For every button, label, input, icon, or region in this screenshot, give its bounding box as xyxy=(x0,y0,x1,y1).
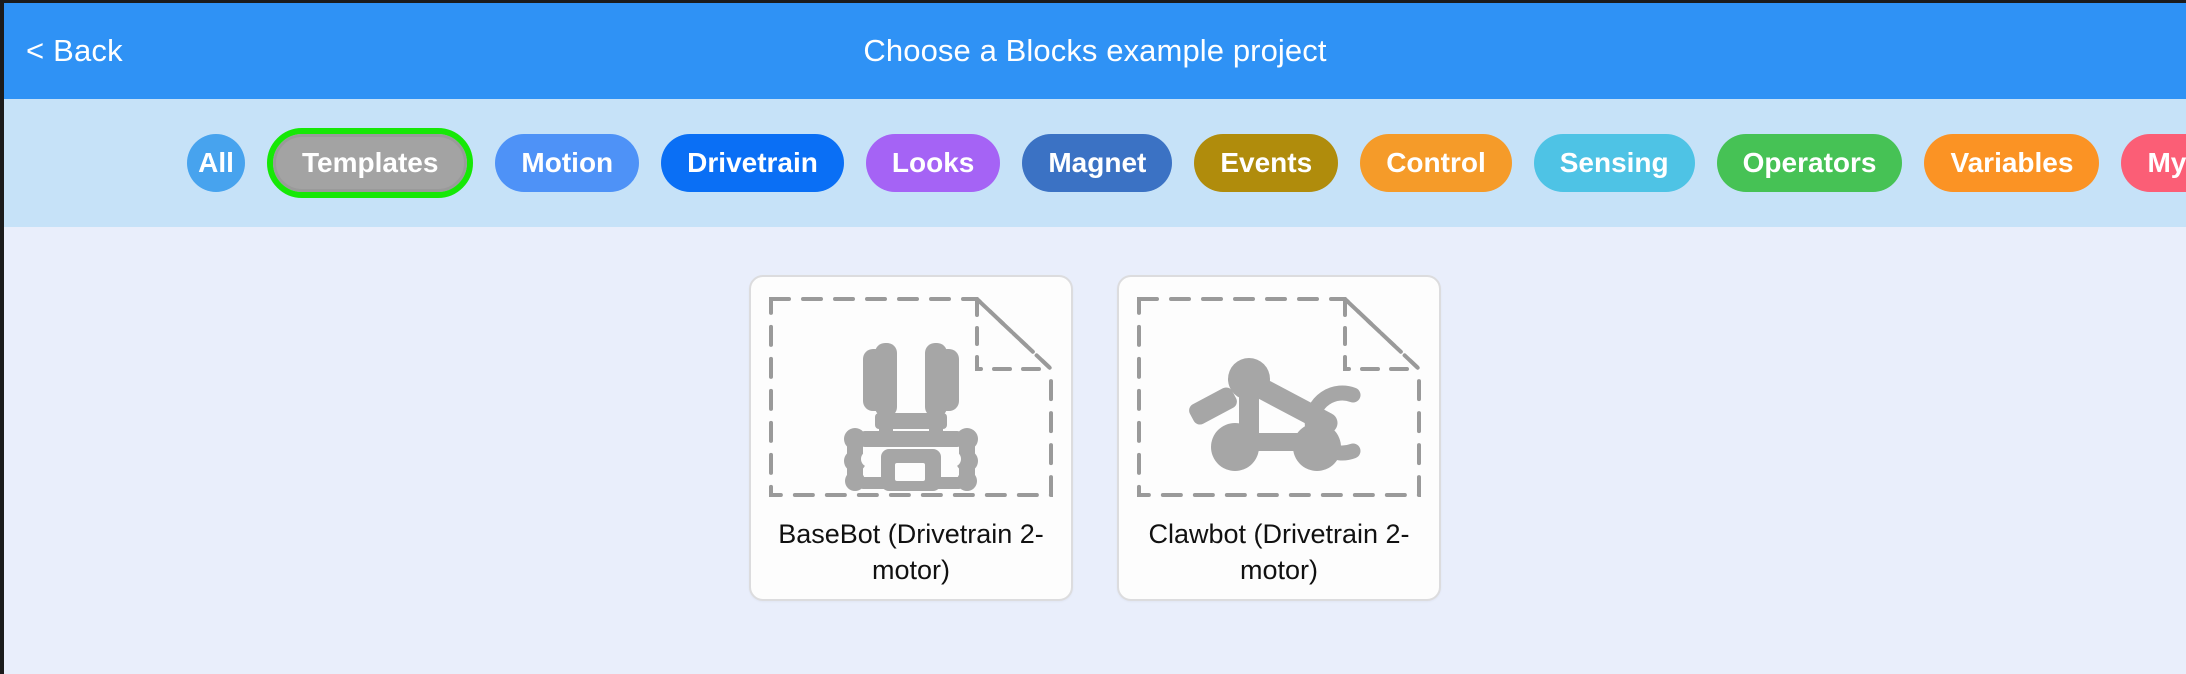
filter-pill-operators[interactable]: Operators xyxy=(1716,134,1903,192)
fold-diagonal xyxy=(977,299,1051,369)
folded-corner xyxy=(1343,297,1421,371)
filter-pill-label: Variables xyxy=(1950,147,2074,178)
project-thumbnail xyxy=(1131,291,1427,503)
filter-pill-label: Operators xyxy=(1742,147,1877,178)
project-card[interactable]: Clawbot (Drivetrain 2-motor) xyxy=(1117,275,1441,601)
filter-pill-label: Sensing xyxy=(1559,147,1669,178)
filter-pill-looks[interactable]: Looks xyxy=(865,134,1001,192)
project-grid: BaseBot (Drivetrain 2-motor) Clawbot (Dr… xyxy=(4,227,2186,674)
filter-pill-control[interactable]: Control xyxy=(1360,134,1512,192)
header-bar: < Back Choose a Blocks example project xyxy=(4,3,2186,99)
basebot-robot-icon xyxy=(844,343,978,491)
folded-corner xyxy=(975,297,1053,371)
filter-pill-sensing[interactable]: Sensing xyxy=(1533,134,1695,192)
page-title: Choose a Blocks example project xyxy=(863,33,1327,68)
fold-diagonal xyxy=(1345,299,1419,369)
project-thumbnail xyxy=(763,291,1059,503)
filter-pill-drivetrain[interactable]: Drivetrain xyxy=(661,134,844,192)
filter-pill-motion[interactable]: Motion xyxy=(495,134,640,192)
thumbnail-dashed-frame xyxy=(769,297,1053,497)
project-name-label: Clawbot (Drivetrain 2-motor) xyxy=(1148,519,1410,585)
category-filter-bar: All Templates Motion Drivetrain Looks Magnet E… xyxy=(4,99,2186,227)
back-button[interactable]: < Back xyxy=(26,33,123,68)
filter-pill-label: Magnet xyxy=(1048,147,1147,178)
project-card[interactable]: BaseBot (Drivetrain 2-motor) xyxy=(749,275,1073,601)
filter-pill-label: Control xyxy=(1386,147,1486,178)
filter-pill-events[interactable]: Events xyxy=(1194,134,1339,192)
thumbnail-dashed-frame xyxy=(1137,297,1421,497)
filter-pill-all[interactable]: All xyxy=(187,134,245,192)
filter-pill-label: Templates xyxy=(302,147,439,178)
filter-pill-label: Drivetrain xyxy=(687,147,818,178)
filter-pill-label: Motion xyxy=(521,147,614,178)
filter-pill-label: Events xyxy=(1220,147,1313,178)
filter-pill-templates[interactable]: Templates xyxy=(266,128,474,198)
filter-pill-label: Looks xyxy=(891,147,975,178)
project-name-label: BaseBot (Drivetrain 2-motor) xyxy=(778,519,1044,585)
clawbot-robot-icon xyxy=(1189,358,1361,471)
filter-pill-magnet[interactable]: Magnet xyxy=(1022,134,1173,192)
filter-pill-label: My Blocks xyxy=(2147,147,2186,178)
filter-pill-my-blocks[interactable]: My Blocks xyxy=(2121,134,2186,192)
filter-pill-variables[interactable]: Variables xyxy=(1924,134,2100,192)
filter-pill-label: All xyxy=(198,147,234,178)
